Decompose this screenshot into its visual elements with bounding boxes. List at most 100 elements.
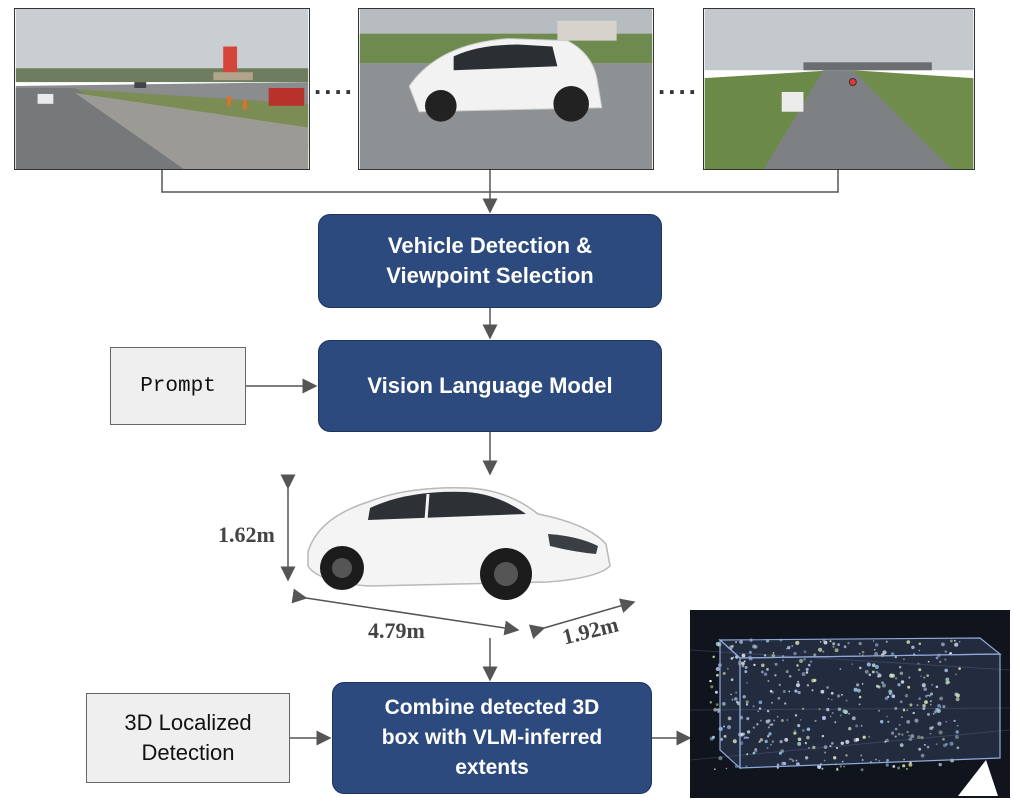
point [908, 737, 913, 742]
camera-frame-3 [703, 8, 975, 170]
point [745, 700, 749, 704]
point [878, 709, 881, 712]
point [906, 709, 909, 712]
point [767, 735, 770, 738]
point [832, 642, 836, 646]
point [779, 739, 783, 744]
point [861, 683, 864, 685]
point [954, 642, 959, 647]
point [757, 710, 760, 713]
point [812, 745, 816, 750]
point [904, 693, 909, 698]
point [797, 690, 801, 695]
point [929, 726, 933, 731]
point [782, 690, 786, 693]
point [930, 683, 934, 686]
point [922, 703, 926, 708]
ego-vehicle-icon [958, 760, 998, 796]
point [720, 737, 723, 740]
point [942, 743, 947, 748]
point [710, 685, 714, 689]
point [744, 665, 748, 669]
point [746, 717, 750, 721]
point [734, 697, 738, 701]
point [859, 666, 862, 670]
point [855, 737, 860, 742]
width-dimension-label: 1.92m [559, 611, 621, 650]
point [845, 739, 850, 744]
point [806, 684, 810, 687]
point [795, 683, 801, 688]
point [753, 663, 756, 667]
point [888, 692, 892, 695]
prompt-input-box: Prompt [110, 347, 246, 425]
point [858, 642, 862, 646]
point [920, 675, 922, 678]
point [739, 640, 743, 644]
point [958, 640, 961, 643]
point [847, 641, 850, 645]
point [877, 685, 881, 689]
point [851, 716, 856, 721]
point [909, 703, 913, 707]
point [797, 737, 802, 742]
point [898, 723, 901, 726]
point [797, 724, 801, 728]
vehicle-detection-node: Vehicle Detection & Viewpoint Selection [318, 214, 662, 308]
point [766, 668, 769, 671]
point [713, 768, 716, 771]
point [877, 673, 882, 678]
point [831, 711, 834, 714]
point [804, 756, 809, 760]
point [900, 716, 903, 719]
point [766, 746, 769, 750]
point [882, 650, 887, 655]
point [837, 707, 842, 712]
highway-scene-image [15, 9, 309, 169]
point [925, 694, 928, 698]
point [796, 664, 799, 667]
point [903, 758, 906, 761]
point [938, 762, 942, 767]
point [886, 758, 889, 762]
point [937, 721, 942, 726]
point [723, 725, 726, 728]
point [754, 748, 757, 751]
point [892, 764, 896, 768]
point [953, 639, 956, 642]
point [853, 687, 858, 692]
point [797, 741, 802, 746]
point [894, 735, 897, 738]
point [787, 645, 791, 650]
point [845, 699, 848, 702]
point [874, 643, 879, 647]
point [856, 688, 861, 693]
point [908, 676, 911, 679]
point [908, 734, 910, 737]
point [782, 659, 784, 662]
point [726, 667, 729, 670]
point [880, 720, 884, 724]
point [820, 689, 825, 694]
point [855, 724, 859, 728]
point [858, 652, 861, 655]
point [855, 683, 860, 687]
point [918, 642, 922, 646]
point [807, 746, 810, 749]
point [829, 715, 832, 718]
point [745, 703, 749, 706]
point [956, 746, 960, 750]
point [830, 691, 834, 695]
point [866, 662, 871, 667]
point [906, 730, 909, 734]
ellipsis-1: .... [314, 70, 355, 100]
point [942, 737, 945, 741]
point [805, 671, 809, 674]
point [908, 762, 913, 767]
point [882, 683, 886, 688]
car-illustration [307, 487, 611, 600]
point [923, 743, 926, 746]
point [871, 663, 876, 668]
point [926, 674, 929, 677]
point [839, 765, 842, 768]
